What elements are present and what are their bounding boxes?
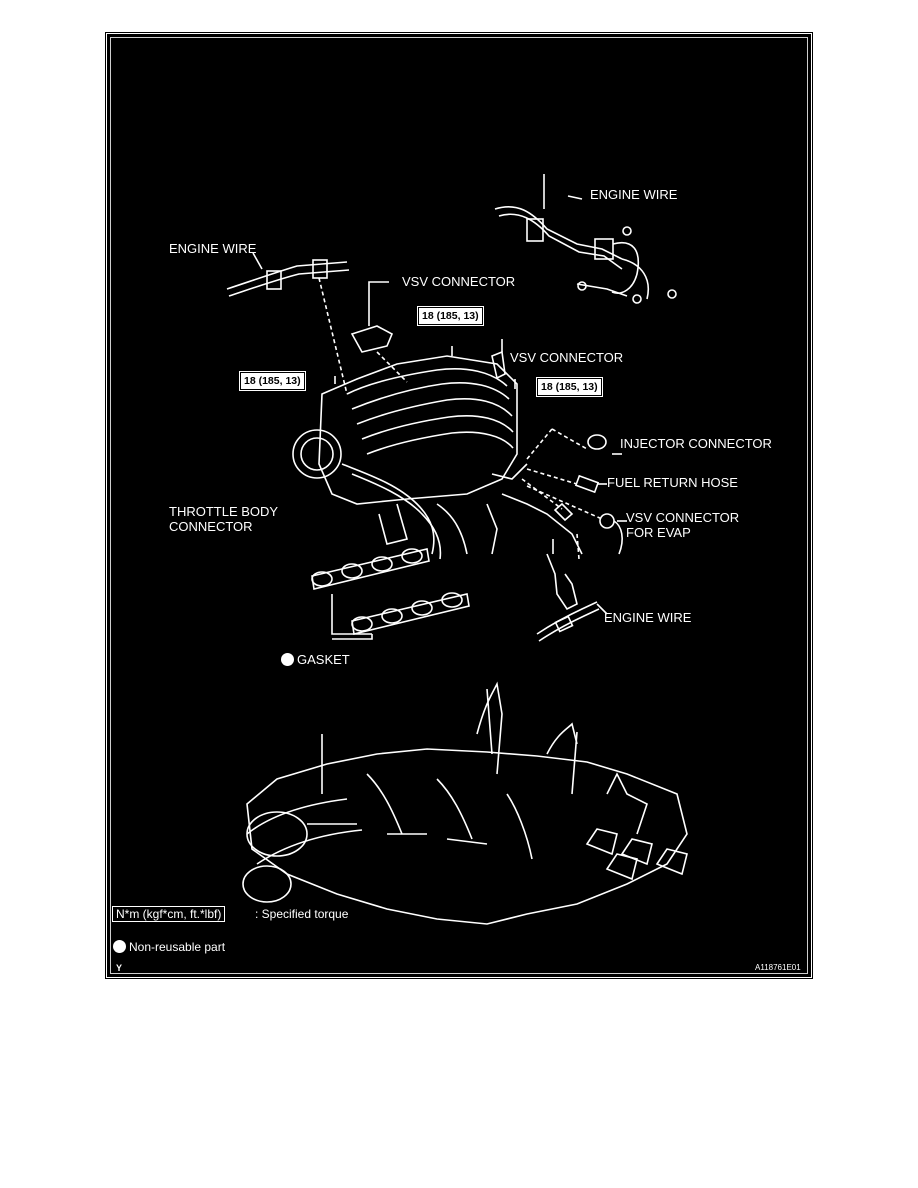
label-engine-wire-top: ENGINE WIRE [590,187,678,202]
figure-id: A118761E01 [755,963,801,972]
engine-line-drawing [226,174,688,925]
gasket-text: GASKET [297,652,350,667]
torque-box-left: 18 (185, 13) [239,371,306,391]
torque-box-top-center: 18 (185, 13) [417,306,484,326]
engine-wire-top-assembly [494,174,677,304]
legend-non-reusable: Non-reusable part [113,940,225,954]
label-throttle-body-line2: CONNECTOR [169,519,253,534]
illustration-frame: ENGINE WIRE ENGINE WIRE VSV CONNECTOR VS… [105,32,813,979]
non-reusable-legend-dot-icon [113,940,126,953]
label-fuel-return-hose: FUEL RETURN HOSE [607,475,738,490]
label-gasket: GASKET [281,653,350,667]
label-throttle-body-line1: THROTTLE BODY [169,504,279,519]
engine-block-lower [242,681,688,925]
label-engine-wire-bottom: ENGINE WIRE [604,610,692,625]
label-vsv-connector-top: VSV CONNECTOR [402,274,516,289]
intake-manifold [292,346,583,560]
non-reusable-text: Non-reusable part [129,940,226,954]
label-vsv-connector-evap-line2: FOR EVAP [626,525,691,540]
corner-letter: Y [116,963,123,973]
engine-wire-bottom-assembly [536,539,608,642]
gasket-shapes [311,548,470,640]
label-injector-connector: INJECTOR CONNECTOR [620,436,772,451]
torque-box-right: 18 (185, 13) [536,377,603,397]
vsv-connector-mid-shape [491,339,506,380]
legend-torque-desc: : Specified torque [255,907,349,921]
label-vsv-connector-evap-line1: VSV CONNECTOR [626,510,740,525]
non-reusable-dot-icon [281,653,294,666]
legend-torque-box: N*m (kgf*cm, ft.*lbf) [112,906,226,922]
right-connectors [521,428,627,560]
label-engine-wire-left: ENGINE WIRE [169,241,257,256]
engine-wire-left-assembly [226,252,350,395]
illustration-inner-border [110,37,808,974]
vsv-connector-top-shape [350,281,408,383]
label-vsv-connector-mid: VSV CONNECTOR [510,350,624,365]
